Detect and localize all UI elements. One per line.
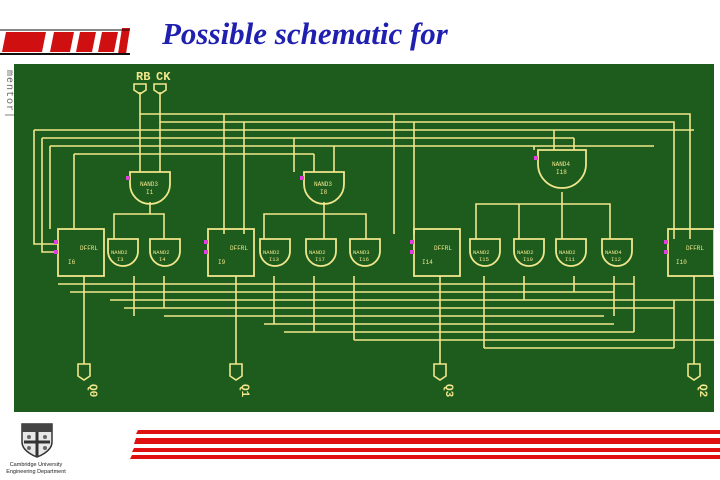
input-label-rb: RB — [136, 70, 150, 84]
gate-top-1-id: I1 — [146, 189, 154, 196]
ff-4-id: I10 — [676, 259, 687, 266]
university-crest-icon — [21, 423, 53, 458]
flipflop-1 — [57, 228, 105, 277]
gate-low-4-id: I17 — [315, 256, 325, 263]
ff-3-id: I14 — [422, 259, 433, 266]
top-gates — [129, 149, 587, 205]
flipflop-2 — [207, 228, 255, 277]
nand-gate-top-2 — [303, 171, 345, 205]
institution-line-1: Cambridge University — [9, 462, 63, 468]
gate-top-2-type: NAND3 — [314, 181, 332, 188]
flipflop-4 — [667, 228, 715, 277]
institution-line-2: Engineering Department — [6, 469, 66, 475]
gate-low-6-type: NAND2 — [473, 249, 490, 256]
output-label-q0: Q0 — [86, 384, 98, 397]
gate-top-2-id: I8 — [320, 189, 328, 196]
ff-2-id: I9 — [218, 259, 226, 266]
lower-gates — [107, 238, 633, 267]
ff-4-type: DFFRL — [686, 245, 704, 252]
ff-3-type: DFFRL — [434, 245, 452, 252]
gate-low-9-type: NAND4 — [605, 249, 622, 256]
gate-low-3-id: I13 — [269, 256, 279, 263]
lower-gate-labels: NAND2 I3 NAND2 I4 NAND2 I13 NAND2 I17 NA… — [111, 249, 622, 263]
side-label: mentor| — [3, 70, 14, 120]
gate-low-7-type: NAND2 — [517, 249, 534, 256]
gate-low-5-id: I16 — [359, 256, 369, 263]
nand-gate-top-3 — [537, 149, 587, 189]
ff-2-type: DFFRL — [230, 245, 248, 252]
schematic-canvas: RB CK NAND3 I1 NAND3 I8 NAND4 I18 DFFRL … — [14, 64, 715, 412]
gate-low-4-type: NAND2 — [309, 249, 326, 256]
schematic-svg: RB CK NAND3 I1 NAND3 I8 NAND4 I18 DFFRL … — [33, 70, 715, 398]
output-pins — [77, 363, 701, 381]
input-label-ck: CK — [156, 70, 171, 84]
nand-gate-top-1 — [129, 171, 171, 205]
gate-low-3-type: NAND2 — [263, 249, 280, 256]
footer-stripes — [130, 430, 720, 459]
wires — [33, 92, 714, 364]
institution-name: Cambridge University Engineering Departm… — [0, 462, 72, 476]
gate-top-1-type: NAND3 — [140, 181, 158, 188]
gate-low-2-id: I4 — [159, 256, 166, 263]
ff-1-id: I6 — [68, 259, 76, 266]
input-pins — [133, 83, 167, 95]
gate-low-9-id: I12 — [611, 256, 621, 263]
gate-low-6-id: I15 — [479, 256, 489, 263]
gate-low-8-id: I11 — [565, 256, 576, 263]
output-label-q3: Q3 — [442, 384, 454, 398]
gate-low-1-type: NAND2 — [111, 249, 128, 256]
logo-bars — [0, 28, 130, 55]
gate-low-5-type: NAND3 — [353, 249, 370, 256]
output-label-q1: Q1 — [238, 384, 250, 398]
gate-low-2-type: NAND2 — [153, 249, 170, 256]
output-label-q2: Q2 — [696, 384, 708, 397]
gate-top-3-id: I18 — [556, 169, 567, 176]
flipflop-3 — [413, 228, 461, 277]
pin-markers — [54, 156, 668, 254]
gate-low-7-id: I10 — [523, 256, 533, 263]
page-title: Possible schematic for — [162, 16, 448, 51]
ff-1-type: DFFRL — [80, 245, 98, 252]
gate-low-1-id: I3 — [117, 256, 124, 263]
gate-low-8-type: NAND2 — [559, 249, 576, 256]
gate-top-3-type: NAND4 — [552, 161, 570, 168]
logo-bars-group — [0, 28, 130, 55]
